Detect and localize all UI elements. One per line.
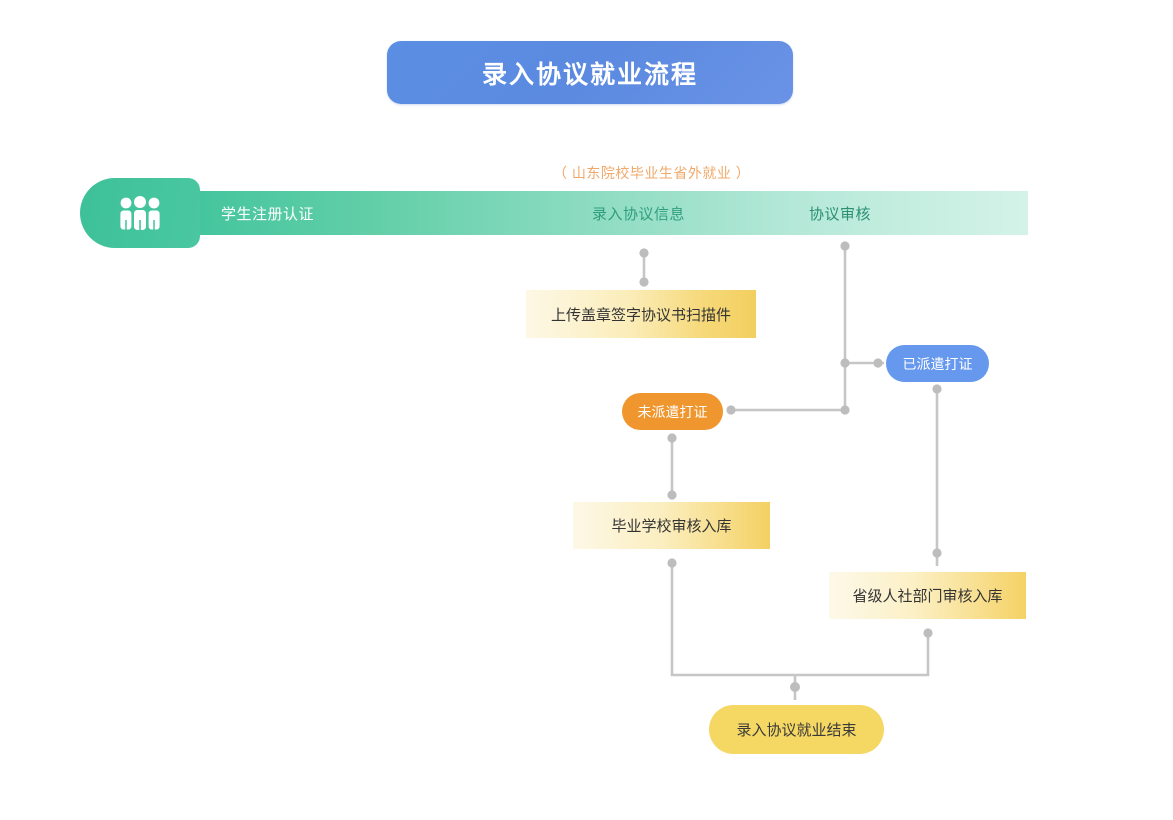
node-label: 省级人社部门审核入库 — [852, 588, 1003, 605]
page-title: 录入协议就业流程 — [481, 60, 698, 89]
stage-label-agreement-review: 协议审核 — [809, 206, 872, 223]
stage-bar-icon-cap — [80, 178, 200, 248]
people-group-icon — [120, 196, 160, 230]
stage-bar — [198, 191, 1028, 235]
node-label: 毕业学校审核入库 — [611, 518, 732, 535]
node-process-end[interactable]: 录入协议就业结束 — [709, 705, 884, 754]
stage-bar-note: （ 山东院校毕业生省外就业 ） — [553, 165, 751, 181]
node-label: 录入协议就业结束 — [736, 722, 857, 739]
node-upload-signed-agreement-scan[interactable]: 上传盖章签字协议书扫描件 — [526, 290, 756, 338]
page-title-banner: 录入协议就业流程 — [387, 41, 793, 104]
node-school-audit-archive[interactable]: 毕业学校审核入库 — [573, 502, 770, 549]
node-province-hr-audit-archive[interactable]: 省级人社部门审核入库 — [829, 572, 1026, 619]
node-undispatched-certificate[interactable]: 未派遣打证 — [622, 393, 723, 430]
node-label: 已派遣打证 — [902, 355, 973, 372]
stage-label-student-registration: 学生注册认证 — [221, 206, 315, 223]
stage-label-agreement-entry: 录入协议信息 — [592, 206, 686, 223]
node-label: 未派遣打证 — [637, 403, 708, 420]
node-label: 上传盖章签字协议书扫描件 — [550, 306, 731, 324]
node-dispatched-certificate[interactable]: 已派遣打证 — [886, 345, 989, 382]
